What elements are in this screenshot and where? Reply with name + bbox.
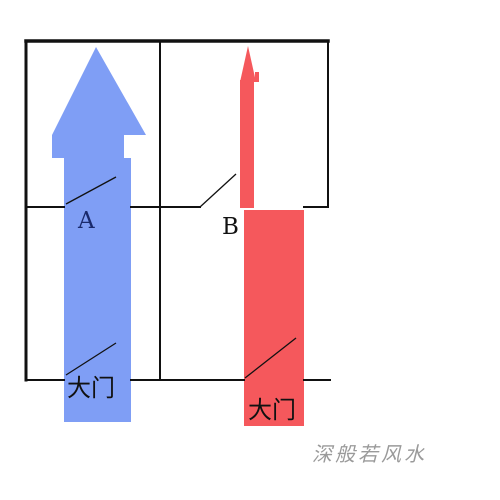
door-swings: [65, 173, 297, 379]
arrow-b: [240, 46, 304, 426]
label-main-door-left: 大门: [67, 374, 115, 402]
door-swing-main-right: [244, 337, 297, 379]
label-b: B: [222, 214, 239, 240]
floor-plan-walls: [24, 39, 331, 382]
arrow-a: [52, 47, 146, 422]
label-main-door-right: 大门: [248, 396, 296, 424]
door-swing-main-left: [65, 342, 117, 376]
watermark: 深般若风水: [312, 442, 427, 466]
door-swing-a: [65, 176, 117, 205]
door-swing-b: [199, 173, 237, 208]
label-a: A: [77, 208, 95, 234]
